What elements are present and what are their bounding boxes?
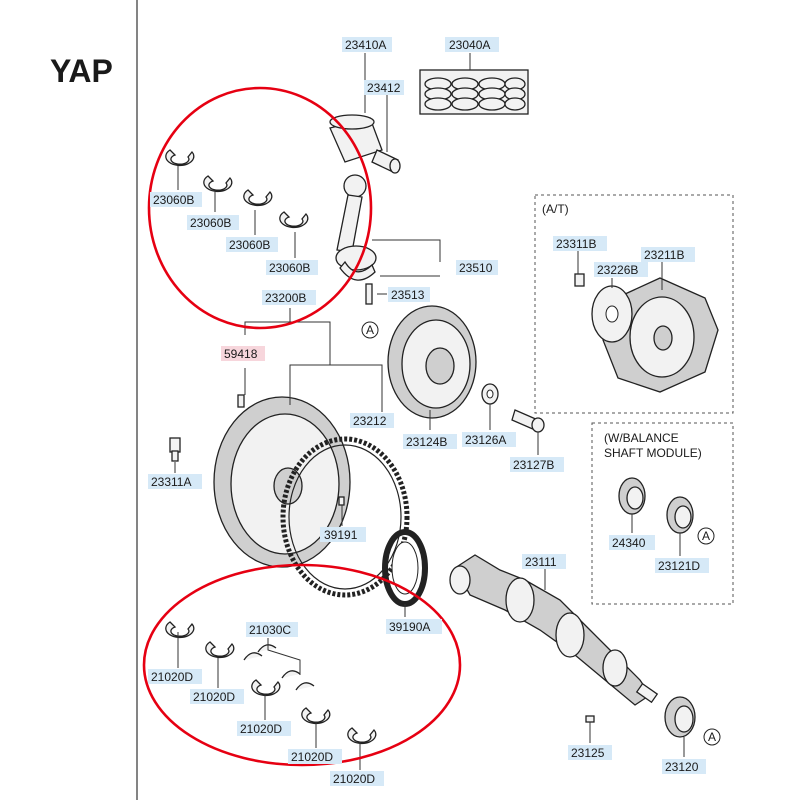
label-21020D-3: 21020D [240, 722, 282, 736]
bearing-shell-icon [165, 149, 309, 229]
label-23513: 23513 [391, 288, 425, 302]
balance-sprocket-icon [618, 477, 646, 515]
label-23212: 23212 [353, 414, 387, 428]
label-23200B: 23200B [265, 291, 306, 305]
crank-sprocket-icon [664, 696, 696, 738]
dowel-pin-icon [237, 394, 245, 408]
damper-bolt-icon [511, 409, 545, 433]
yap-logo: YAP [50, 53, 113, 89]
balance-box: (W/BALANCE SHAFT MODULE) [591, 422, 734, 605]
main-bearing-shell-icon [165, 621, 377, 745]
logo-text: YAP [50, 53, 113, 89]
sensor-pin-icon [338, 496, 345, 506]
label-23412: 23412 [367, 81, 401, 95]
crank-key-icon [585, 715, 595, 723]
thrust-washer-icon [243, 644, 315, 691]
label-23111: 23111 [525, 555, 557, 569]
label-23120: 23120 [665, 760, 699, 774]
piston-pin-icon [371, 149, 401, 174]
label-23311A: 23311A [151, 475, 191, 489]
balance-box-title-2: SHAFT MODULE) [604, 446, 702, 460]
label-21020D-4: 21020D [291, 750, 333, 764]
label-23060B-1: 23060B [153, 193, 194, 207]
label-39190A: 39190A [389, 620, 430, 634]
label-23124B: 23124B [406, 435, 447, 449]
label-23311B: 23311B [556, 237, 596, 251]
label-24340: 24340 [612, 536, 646, 550]
label-23060B-4: 23060B [269, 261, 310, 275]
crankshaft-icon [449, 554, 659, 706]
piston-rings-icon [419, 69, 529, 115]
flywheel-bolt-icon [169, 437, 181, 462]
label-21020D-1: 21020D [151, 670, 193, 684]
label-23125: 23125 [571, 746, 605, 760]
svg-text:A: A [708, 730, 716, 744]
at-box: (A/T) [534, 194, 734, 414]
balance-gear-icon [666, 496, 694, 534]
target-wheel-icon [382, 529, 428, 607]
label-23410A: 23410A [345, 38, 386, 52]
label-23510: 23510 [459, 261, 493, 275]
ring-gear-icon [280, 436, 410, 598]
leader-lines [174, 53, 685, 770]
part-labels: 23410A 23412 23040A 23060B 23060B 23060B… [148, 37, 709, 786]
label-23040A: 23040A [449, 38, 490, 52]
label-21020D-2: 21020D [193, 690, 235, 704]
label-39191: 39191 [324, 528, 358, 542]
label-23126A: 23126A [465, 433, 506, 447]
label-23121D: 23121D [658, 559, 700, 573]
drive-plate-bolt-icon [574, 273, 585, 287]
balance-box-title-1: (W/BALANCE [604, 431, 679, 445]
ref-marker-a-2: A [697, 527, 715, 545]
svg-text:A: A [702, 529, 710, 543]
label-23060B-2: 23060B [190, 216, 231, 230]
ref-marker-a-3: A [703, 728, 721, 746]
label-23127B: 23127B [513, 458, 554, 472]
label-21030C: 21030C [249, 623, 291, 637]
label-59418: 59418 [224, 347, 258, 361]
crankshaft-damper-icon [387, 305, 477, 419]
at-box-title: (A/T) [542, 202, 569, 216]
label-23226B: 23226B [597, 263, 638, 277]
label-21020D-5: 21020D [333, 772, 375, 786]
label-23211B: 23211B [644, 248, 684, 262]
svg-text:A: A [366, 323, 374, 337]
highlight-circle-upper [147, 86, 373, 330]
washer-icon [481, 383, 499, 405]
ref-marker-a-1: A [361, 321, 379, 339]
label-23060B-3: 23060B [229, 238, 270, 252]
highlight-circle-lower [142, 563, 462, 767]
adapter-plate-icon [591, 285, 633, 343]
